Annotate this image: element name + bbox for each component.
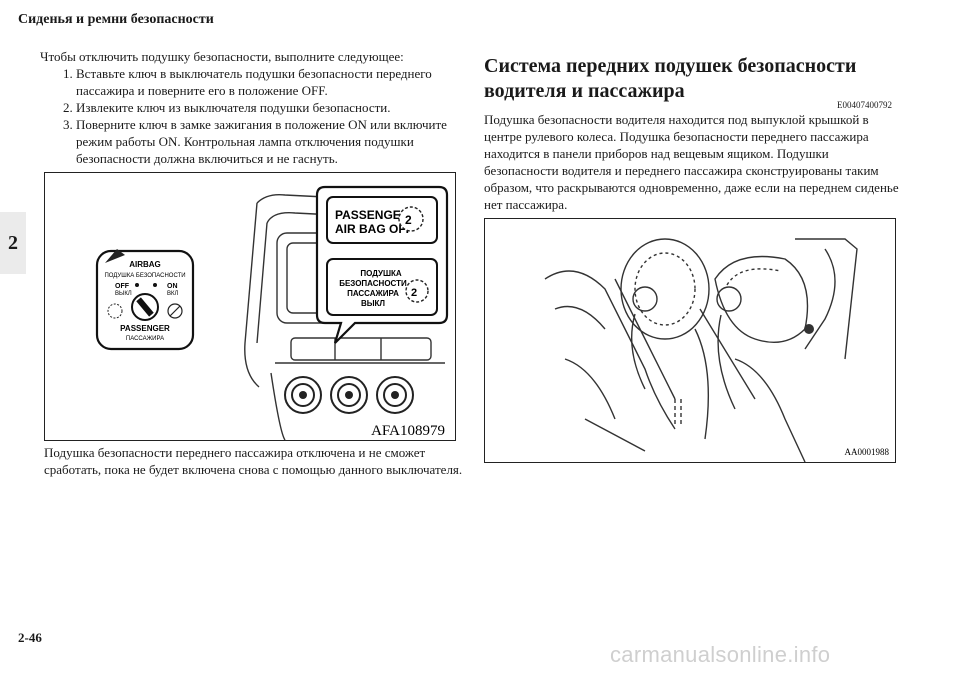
switch-off-ru: ВЫКЛ: [115, 291, 132, 297]
switch-bottom-label: PASSENGER: [120, 324, 170, 333]
lamp-label-ru-4: ВЫКЛ: [361, 299, 385, 308]
switch-off-label: OFF: [115, 283, 130, 290]
figure-code: AA0001988: [845, 447, 890, 457]
airbags-figure: AA0001988: [484, 218, 896, 463]
steps-list: Вставьте ключ в выключатель подушки безо…: [40, 65, 460, 167]
airbag-switch-figure: PASSENGER AIR BAG OFF 2 ПОДУШКА БЕЗОПАСН…: [44, 172, 456, 441]
step-item: Извлеките ключ из выключателя подушки бе…: [76, 99, 460, 116]
airbag-warning-icon: [398, 206, 424, 232]
document-code: E00407400792: [837, 100, 892, 110]
lamp-label-ru-2: БЕЗОПАСНОСТИ: [339, 279, 407, 288]
switch-title: AIRBAG: [129, 260, 161, 269]
lamp-label-en-2: AIR BAG OFF: [335, 222, 413, 236]
lamp-label-en-1: PASSENGER: [335, 208, 410, 222]
watermark: carmanualsonline.info: [610, 642, 831, 667]
section-body: Подушка безопасности водителя находится …: [484, 112, 899, 212]
step-item: Вставьте ключ в выключатель подушки безо…: [76, 65, 460, 99]
airbags-illustration: AA0001988: [544, 238, 890, 462]
dashboard-illustration: PASSENGER AIR BAG OFF 2 ПОДУШКА БЕЗОПАСН…: [95, 185, 449, 440]
figure-code: AFA108979: [371, 423, 445, 439]
pointer-arrow-icon: [105, 249, 125, 263]
figure-caption: Подушка безопасности переднего пассажира…: [44, 445, 463, 477]
left-column: Чтобы отключить подушку безопасности, вы…: [40, 48, 460, 167]
section-title: Система передних подушек безопасности во…: [484, 55, 857, 102]
step-item: Поверните ключ в замке зажигания в полож…: [76, 116, 460, 167]
airbag-warning-icon: [405, 279, 429, 303]
intro-text: Чтобы отключить подушку безопасности, вы…: [40, 49, 404, 64]
switch-on-label: ON: [167, 283, 178, 290]
svg-text:2: 2: [411, 287, 417, 299]
chapter-tab: 2: [0, 212, 26, 274]
switch-subtitle: ПОДУШКА БЕЗОПАСНОСТИ: [104, 273, 185, 279]
airbag-warning-icon: [107, 303, 123, 319]
page-header: Сиденья и ремни безопасности: [18, 12, 214, 27]
lamp-label-ru-1: ПОДУШКА: [360, 269, 402, 278]
switch-bottom-ru: ПАССАЖИРА: [126, 336, 164, 342]
page-number: 2-46: [18, 630, 42, 645]
svg-text:2: 2: [405, 213, 412, 227]
switch-on-ru: ВКЛ: [167, 291, 178, 297]
lamp-label-ru-3: ПАССАЖИРА: [347, 289, 399, 298]
